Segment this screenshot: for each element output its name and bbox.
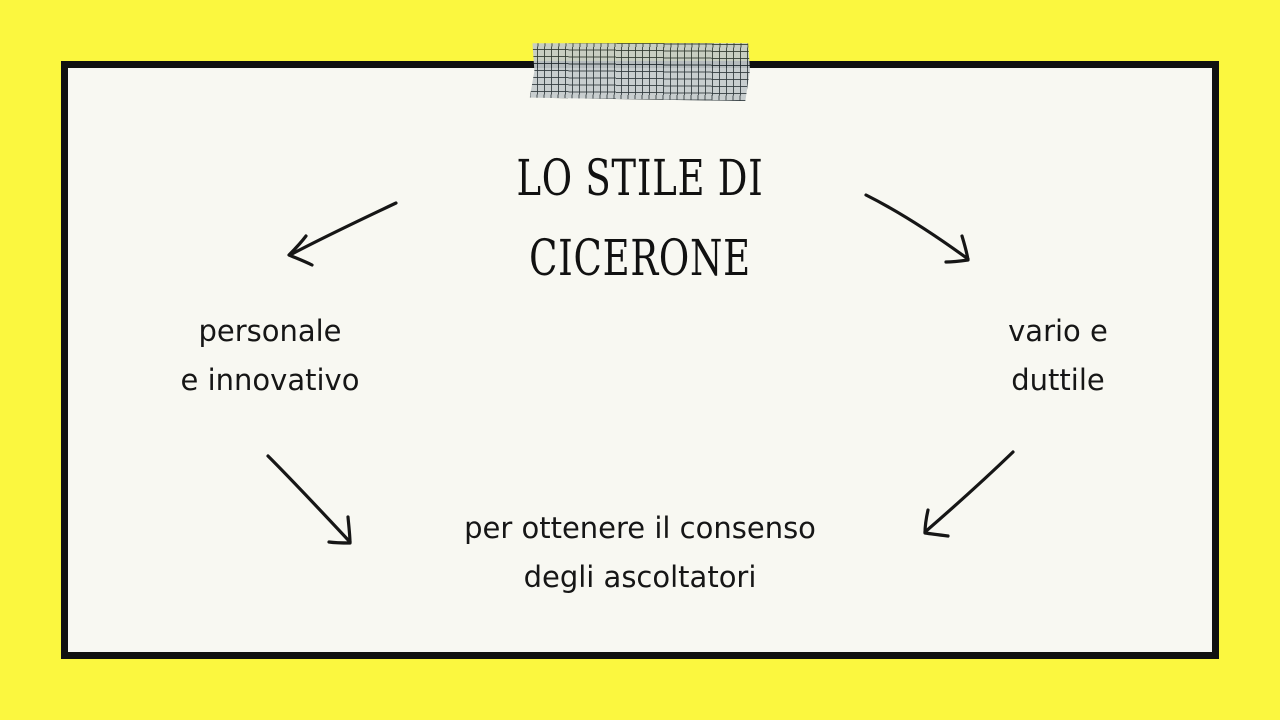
diagram-title: LO STILE DI CICERONE (516, 149, 764, 287)
node-left-line2: e innovativo (180, 363, 360, 397)
node-left-line1: personale (198, 314, 342, 348)
node-bottom: per ottenere il consenso degli ascoltato… (380, 504, 900, 602)
board (61, 61, 1219, 659)
node-bottom-line1: per ottenere il consenso (464, 511, 816, 545)
node-right: vario e duttile (938, 307, 1178, 405)
node-right-line1: vario e (1008, 314, 1108, 348)
washi-tape (530, 41, 751, 101)
node-right-line2: duttile (1011, 363, 1105, 397)
node-left: personale e innovativo (120, 307, 420, 405)
node-bottom-line2: degli ascoltatori (523, 560, 757, 594)
